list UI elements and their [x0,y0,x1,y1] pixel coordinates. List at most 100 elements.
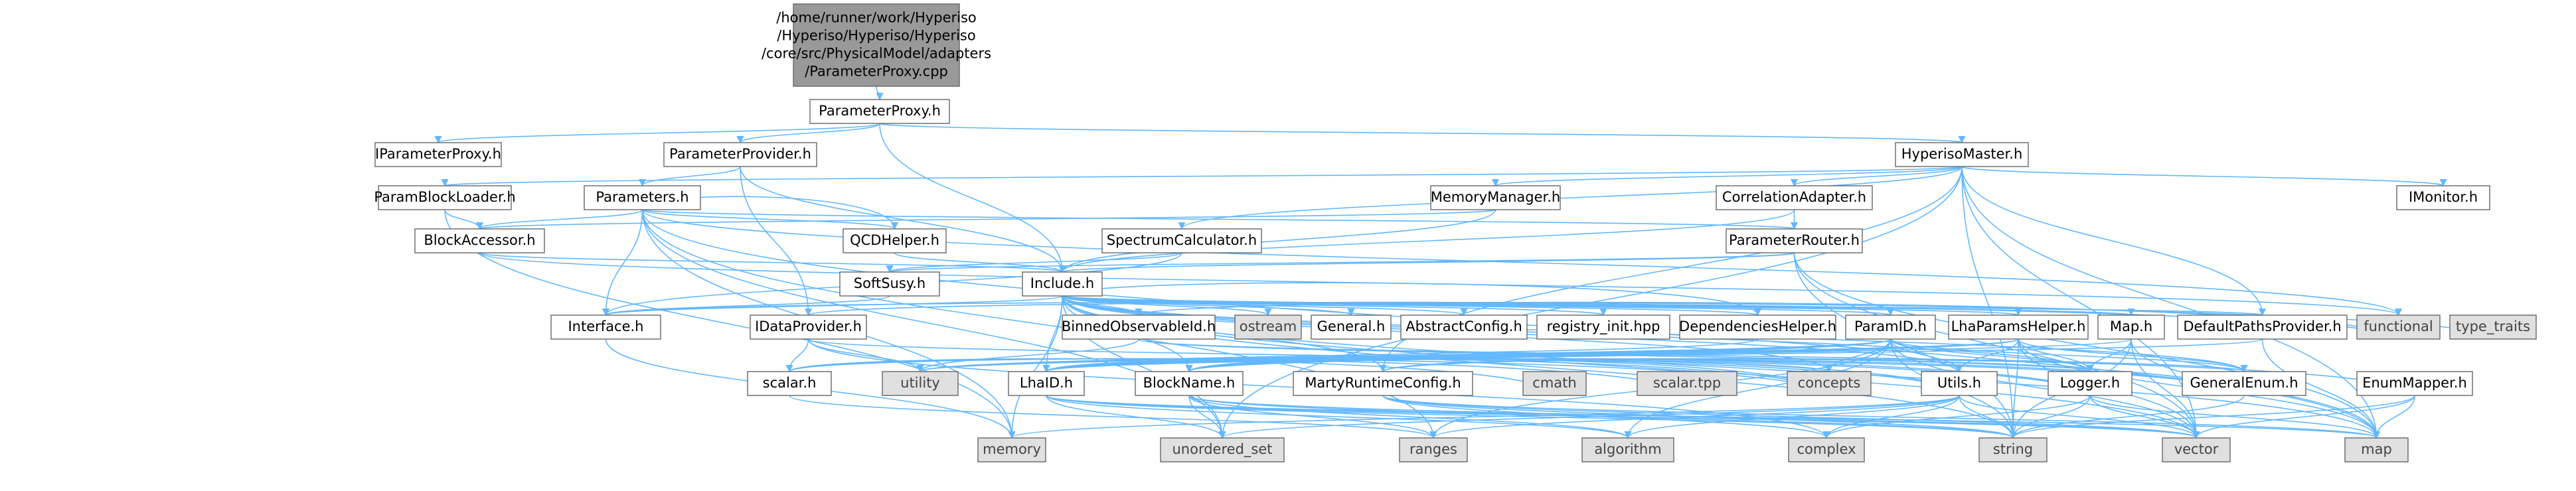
edge-pprovider_h-to-parameters_h [639,166,741,187]
node-blockname_h[interactable]: BlockName.h [1135,371,1244,396]
edge-map_h-to-logger_h [2086,338,2132,373]
node-box [1536,315,1670,340]
node-memory: memory [977,437,1046,462]
node-label: memory [983,441,1041,457]
node-label-line: ParamBlockLoader.h [374,189,515,205]
edge-pprovider_h-to-include_h [740,166,1066,273]
node-label-line: scalar.tpp [1653,375,1721,391]
node-label: BinnedObservableId.h [1062,318,1216,334]
node-label-line: MemoryManager.h [1431,189,1561,205]
node-box [2356,371,2473,396]
node-paramid_h[interactable]: ParamID.h [1845,315,1936,340]
node-label: ParamID.h [1854,318,1927,334]
node-softsusy_h[interactable]: SoftSusy.h [839,271,940,297]
node-layer: /home/runner/work/Hyperiso/Hyperiso/Hype… [374,3,2537,462]
node-box [2162,437,2231,462]
node-label-line: /home/runner/work/Hyperiso [776,10,977,26]
node-label-line: EnumMapper.h [2362,375,2467,391]
node-label-line: Logger.h [2060,375,2120,391]
node-box [2182,371,2306,396]
edge-enummapper_h-to-vector [2192,395,2415,439]
node-qcdhelper_h[interactable]: QCDHelper.h [843,228,947,253]
node-label-line: QCDHelper.h [850,232,939,248]
node-map: map [2344,437,2409,462]
node-algorithm: algorithm [1581,437,1674,462]
node-corradapter_h[interactable]: CorrelationAdapter.h [1716,185,1873,210]
node-pproxy_h[interactable]: ParameterProxy.h [809,99,950,124]
node-scalar_h[interactable]: scalar.h [747,371,832,396]
node-scalartpp: scalar.tpp [1637,371,1737,396]
node-box [1430,185,1561,210]
node-memmgr_h[interactable]: MemoryManager.h [1430,185,1561,210]
edge-include_h-to-interface_h [602,295,1063,316]
node-lhaparamshelper_h[interactable]: LhaParamsHelper.h [1948,315,2089,340]
edge-utils_h-to-ranges [1429,395,1960,439]
edge-spectrumcalc_h-to-softsusy_h [886,252,1182,273]
edge-hmaster_h-to-pbloader_h [442,166,1963,187]
node-box [1400,315,1528,340]
node-hmaster_h[interactable]: HyperisoMaster.h [1895,142,2029,167]
node-label: IParameterProxy.h [375,146,501,162]
node-box [1637,371,1737,396]
node-label-line: GeneralEnum.h [2190,375,2298,391]
node-label: utility [900,375,940,391]
edge-parameters_h-to-blockaccessor_h [476,209,643,230]
node-mrconfig_h[interactable]: MartyRuntimeConfig.h [1293,371,1473,396]
node-idataprovider_h[interactable]: IDataProvider.h [750,315,867,340]
node-ipproxy_h[interactable]: IParameterProxy.h [374,142,502,167]
edge-pbloader_h-to-blockaccessor_h [444,209,484,230]
node-label-line: HyperisoMaster.h [1901,146,2023,162]
node-vector: vector [2162,437,2231,462]
node-label: BlockAccessor.h [424,232,535,248]
node-label-line: ParameterProvider.h [669,146,811,162]
node-abstractconfig_h[interactable]: AbstractConfig.h [1400,315,1528,340]
node-label: scalar.tpp [1653,375,1721,391]
node-root[interactable]: /home/runner/work/Hyperiso/Hyperiso/Hype… [762,3,991,87]
node-label: ParameterRouter.h [1729,232,1860,248]
node-label: Map.h [2110,318,2152,334]
node-map_h[interactable]: Map.h [2097,315,2165,340]
node-box [1726,228,1863,253]
edge-pproxy_h-to-include_h [879,123,1066,273]
node-logger_h[interactable]: Logger.h [2048,371,2133,396]
node-pprovider_h[interactable]: ParameterProvider.h [663,142,817,167]
node-parameters_h[interactable]: Parameters.h [584,185,701,210]
edge-include_h-to-general_h [1062,295,1355,316]
node-utility: utility [882,371,959,396]
node-box [1948,315,2089,340]
node-general_h[interactable]: General.h [1311,315,1392,340]
node-dephelper_h[interactable]: DependenciesHelper.h [1679,315,1836,340]
node-bobsid_h[interactable]: BinnedObservableId.h [1062,315,1216,340]
edge-utils_h-to-vector [1959,395,2200,439]
node-registryinit_hpp[interactable]: registry_init.hpp [1536,315,1670,340]
node-label-line: ParameterRouter.h [1729,232,1860,248]
edge-pproxy_h-to-pprovider_h [736,123,880,144]
node-defaultpaths_h[interactable]: DefaultPathsProvider.h [2177,315,2348,340]
edge-layer [434,86,2497,439]
node-label: EnumMapper.h [2362,375,2467,391]
node-label-line: /Hyperiso/Hyperiso/Hyperiso [777,28,975,44]
node-box [2396,185,2490,210]
node-include_h[interactable]: Include.h [1022,271,1103,297]
node-genenum_h[interactable]: GeneralEnum.h [2182,371,2306,396]
node-label: IDataProvider.h [755,318,862,334]
node-prouter_h[interactable]: ParameterRouter.h [1726,228,1863,253]
node-interface_h[interactable]: Interface.h [550,315,661,340]
node-pbloader_h[interactable]: ParamBlockLoader.h [374,185,516,210]
node-spectrumcalc_h[interactable]: SpectrumCalculator.h [1101,228,1262,253]
node-label-line: General.h [1317,318,1386,334]
node-imonitor_h[interactable]: IMonitor.h [2396,185,2490,210]
edge-enummapper_h-to-map [2372,395,2415,439]
node-lhaid_h[interactable]: LhaID.h [1008,371,1085,396]
node-blockaccessor_h[interactable]: BlockAccessor.h [414,228,545,253]
node-string: string [1978,437,2048,462]
edge-lhaid_h-to-algorithm [1046,395,1632,439]
node-label: DefaultPathsProvider.h [2183,318,2341,334]
node-utils_h[interactable]: Utils.h [1921,371,1998,396]
node-label: registry_init.hpp [1547,318,1660,335]
node-label: type_traits [2456,318,2530,335]
edge-blockaccessor_h-to-include_h [479,252,1066,273]
node-enummapper_h[interactable]: EnumMapper.h [2356,371,2473,396]
node-concepts: concepts [1787,371,1872,396]
node-label-line: MartyRuntimeConfig.h [1305,375,1461,391]
